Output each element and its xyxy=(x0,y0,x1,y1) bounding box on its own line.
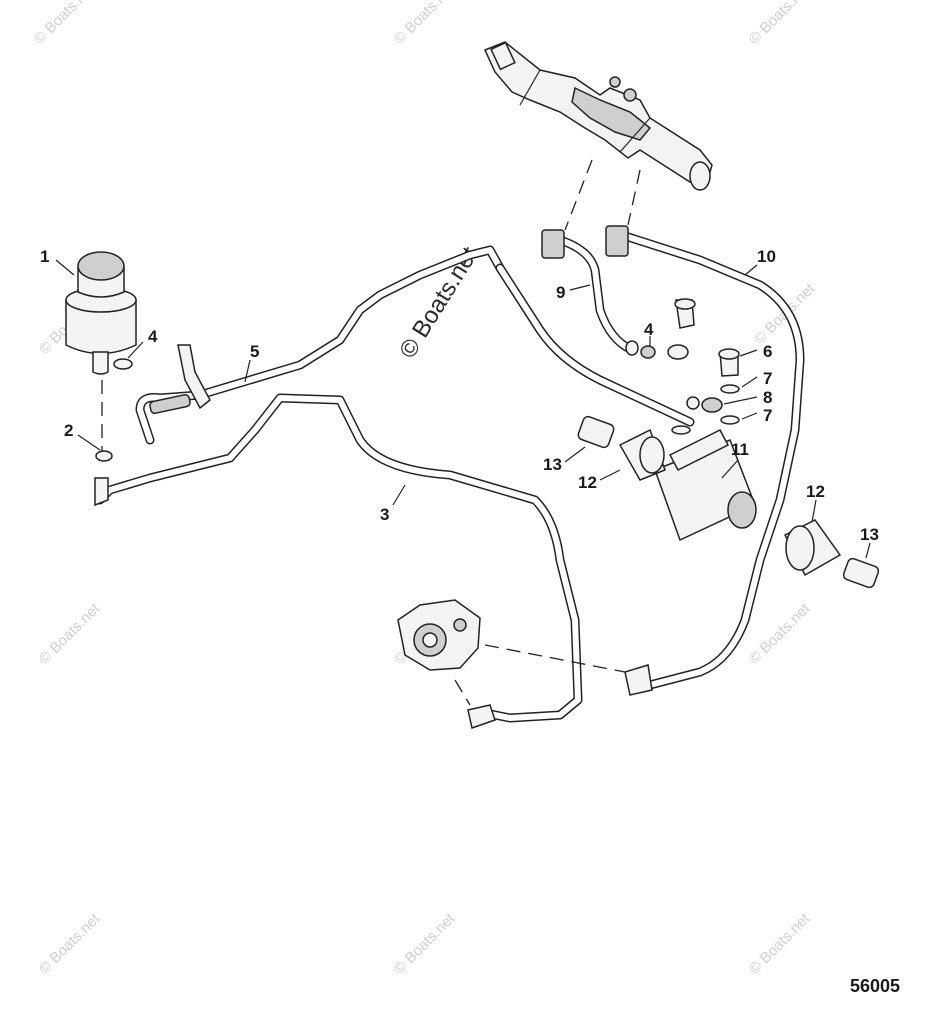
reservoir xyxy=(65,251,137,375)
reducer-12-left xyxy=(618,428,666,481)
watermark: © Boats.net xyxy=(746,910,814,978)
oil-cooler xyxy=(654,429,757,542)
steering-actuator xyxy=(483,41,713,191)
callout-8: 8 xyxy=(763,388,772,407)
hose-5 xyxy=(135,245,505,445)
hose-10 xyxy=(605,225,805,696)
watermark: © Boats.net xyxy=(391,910,459,978)
watermark: © Boats.net xyxy=(31,0,99,48)
watermark: © Boats.net xyxy=(746,600,814,668)
callouts: 1 2 3 4 4 5 6 7 7 8 9 10 11 12 12 13 13 xyxy=(40,247,879,544)
callout-1: 1 xyxy=(40,247,49,266)
callout-5: 5 xyxy=(250,342,259,361)
callout-7b: 7 xyxy=(763,406,772,425)
center-watermark: © Boats.net xyxy=(394,242,484,363)
callout-13a: 13 xyxy=(543,455,562,474)
callout-11: 11 xyxy=(731,440,749,459)
dash-pump-to-hose-3 xyxy=(454,679,471,706)
callout-4b: 4 xyxy=(644,320,654,339)
clamp-4-left xyxy=(113,358,133,370)
callout-12a: 12 xyxy=(578,473,597,492)
callout-3: 3 xyxy=(380,505,389,524)
dash-actuator-to-hose-10 xyxy=(627,169,641,226)
power-steering-pump xyxy=(397,599,481,671)
diagram-number: 56005 xyxy=(850,976,900,996)
callout-7a: 7 xyxy=(763,369,772,388)
fitting-13-left xyxy=(577,415,615,449)
callout-6: 6 xyxy=(763,342,772,361)
callout-12b: 12 xyxy=(806,482,825,501)
fittings xyxy=(640,298,740,435)
leader-lines xyxy=(55,259,871,559)
dash-actuator-to-hose-9 xyxy=(564,159,593,231)
reducer-12-right xyxy=(783,519,842,577)
callout-2: 2 xyxy=(64,421,73,440)
watermark: © Boats.net xyxy=(746,0,814,48)
callout-9: 9 xyxy=(556,283,565,302)
callout-13b: 13 xyxy=(860,525,879,544)
hose-9 xyxy=(541,229,639,356)
watermark: © Boats.net xyxy=(391,0,459,48)
hose-return-right xyxy=(495,263,695,427)
callout-4a: 4 xyxy=(148,327,158,346)
clamp-2 xyxy=(95,450,113,462)
callout-10: 10 xyxy=(757,247,776,266)
watermark: © Boats.net xyxy=(36,600,104,668)
watermark: © Boats.net xyxy=(36,910,104,978)
dash-pump-to-hose-10 xyxy=(484,644,626,673)
hose-3 xyxy=(94,393,583,729)
fitting-13-right xyxy=(842,557,880,589)
